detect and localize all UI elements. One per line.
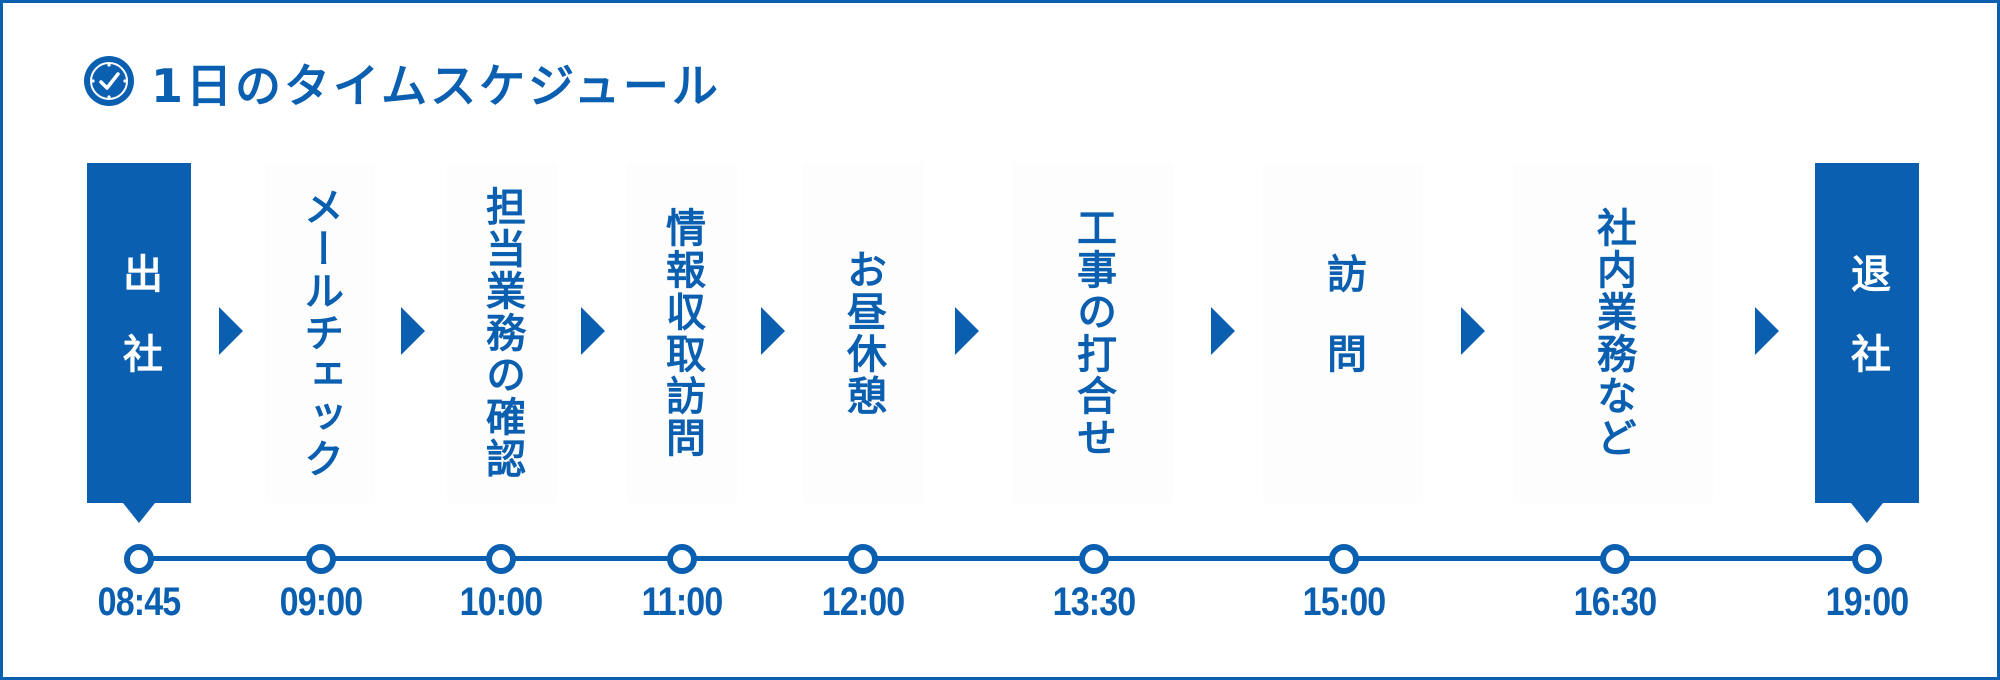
chevron-right-icon	[1461, 307, 1485, 355]
chevron-right-icon	[219, 307, 243, 355]
card-label: 訪問	[1320, 253, 1366, 413]
time-label: 19:00	[1825, 580, 1910, 624]
timeline-dot	[1600, 544, 1630, 574]
time-label: 08:45	[97, 580, 182, 624]
time-label: 10:00	[459, 580, 544, 624]
chevron-right-icon	[581, 307, 605, 355]
chevron-right-icon	[1211, 307, 1235, 355]
time-label: 13:30	[1052, 580, 1137, 624]
time-label: 16:30	[1573, 580, 1658, 624]
clock-icon	[83, 55, 135, 112]
time-label: 09:00	[279, 580, 364, 624]
card-label: 情報収取訪問	[659, 207, 705, 459]
schedule-card-visit: 訪問	[1263, 163, 1423, 503]
schedule-card-info-visit: 情報収取訪問	[627, 163, 737, 503]
chevron-right-icon	[955, 307, 979, 355]
schedule-card-arrive: 出社	[87, 163, 191, 523]
timeline-dot	[486, 544, 516, 574]
timeline-dot	[1079, 544, 1109, 574]
schedule-card-construction-meeting: 工事の打合せ	[1013, 163, 1173, 503]
schedule-card-lunch: お昼休憩	[803, 163, 923, 503]
timeline-line	[137, 556, 1867, 561]
timeline-dot	[124, 544, 154, 574]
card-label: 退社	[1844, 253, 1890, 413]
time-label: 15:00	[1302, 580, 1387, 624]
timeline-dot	[306, 544, 336, 574]
chevron-right-icon	[401, 307, 425, 355]
card-label: 社内業務など	[1590, 207, 1636, 459]
card-label: 担当業務の確認	[479, 186, 525, 480]
timeline-dot	[1329, 544, 1359, 574]
time-label: 11:00	[641, 580, 724, 624]
header: 1日のタイムスケジュール	[83, 53, 721, 113]
schedule-card-leave: 退社	[1815, 163, 1919, 523]
card-label: お昼休憩	[840, 249, 886, 417]
schedule-card-office-work: 社内業務など	[1513, 163, 1713, 503]
time-label: 12:00	[821, 580, 906, 624]
schedule-card-task-review: 担当業務の確認	[447, 163, 557, 503]
chevron-right-icon	[1755, 307, 1779, 355]
page-title: 1日のタイムスケジュール	[151, 59, 721, 113]
schedule-card-mail-check: メールチェック	[265, 163, 375, 503]
chevron-right-icon	[761, 307, 785, 355]
timeline-dot	[1852, 544, 1882, 574]
timeline-dot	[667, 544, 697, 574]
timeline-dot	[848, 544, 878, 574]
card-label: 出社	[116, 253, 162, 413]
card-label: メールチェック	[297, 186, 343, 480]
card-label: 工事の打合せ	[1070, 207, 1116, 459]
